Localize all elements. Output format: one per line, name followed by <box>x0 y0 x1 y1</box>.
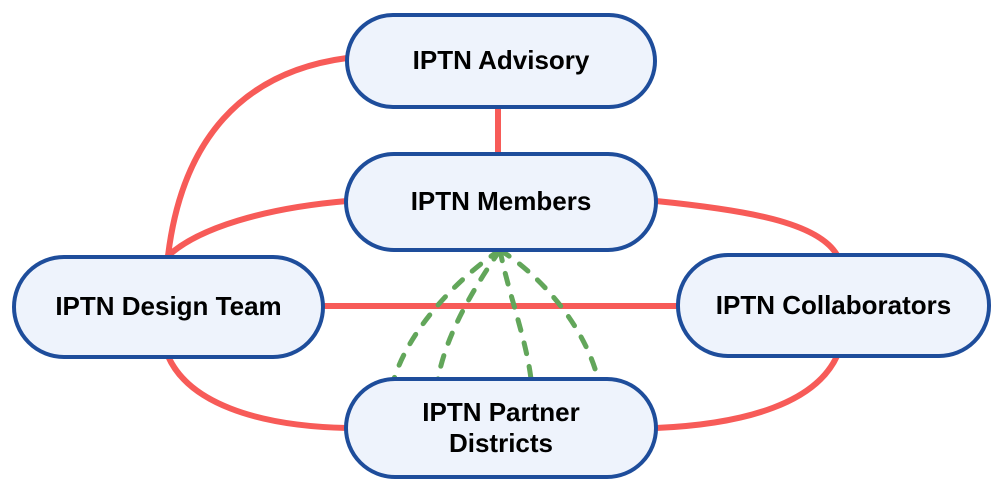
node-label: IPTN Design Team <box>55 291 282 322</box>
edge-design-team-advisory <box>165 55 350 259</box>
edge-design-team-partner-districts <box>165 353 350 431</box>
node-label: IPTN Collaborators <box>715 289 952 320</box>
node-iptn-collaborators: IPTN Collaborators <box>676 253 991 358</box>
edge-members-collaborators <box>653 198 840 258</box>
edge-partner-districts-collaborators <box>653 353 840 431</box>
node-label: IPTN Members <box>410 186 592 217</box>
edge-members-partner-districts-2 <box>435 247 503 382</box>
edge-members-partner-districts-3 <box>497 247 534 382</box>
node-iptn-advisory: IPTN Advisory <box>345 13 657 109</box>
node-iptn-design-team: IPTN Design Team <box>12 255 325 359</box>
edge-design-team-members <box>165 198 350 259</box>
edge-members-partner-districts-4 <box>497 247 601 382</box>
node-iptn-members: IPTN Members <box>344 152 658 252</box>
edge-members-partner-districts-1 <box>391 247 503 382</box>
node-iptn-partner-districts: IPTN Partner Districts <box>344 377 658 479</box>
node-label: IPTN Advisory <box>412 45 590 76</box>
node-label: IPTN Partner Districts <box>422 396 580 458</box>
